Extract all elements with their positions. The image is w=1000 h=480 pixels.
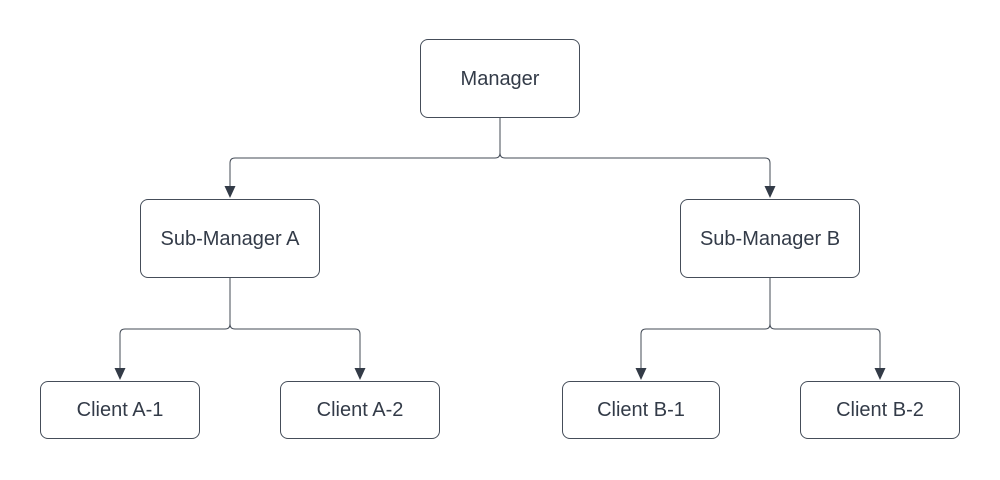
node-client-a1[interactable]: Client A-1 [40,381,200,439]
arrowhead-icon [224,186,236,198]
arrowhead-icon [114,368,126,380]
connector-sub-manager-b-to-client-b1 [640,278,771,370]
connector-manager-to-sub-manager-b [499,118,771,188]
node-sub-manager-b[interactable]: Sub-Manager B [680,199,860,278]
node-manager[interactable]: Manager [420,39,580,118]
node-client-b1-label: Client B-1 [597,399,685,421]
connector-sub-manager-b-to-client-b2 [769,278,881,370]
arrowhead-icon [354,368,366,380]
node-client-b2-label: Client B-2 [836,399,924,421]
node-client-b2[interactable]: Client B-2 [800,381,960,439]
node-client-a2-label: Client A-2 [316,399,404,421]
node-sub-manager-b-label: Sub-Manager B [699,227,841,250]
arrowhead-icon [874,368,886,380]
node-client-a2[interactable]: Client A-2 [280,381,440,439]
connector-sub-manager-a-to-client-a2 [229,278,361,370]
node-manager-label: Manager [460,67,540,90]
node-client-b1[interactable]: Client B-1 [562,381,720,439]
connector-sub-manager-a-to-client-a1 [119,278,231,370]
arrowhead-icon [764,186,776,198]
connector-manager-to-sub-manager-a [229,118,501,188]
arrowhead-icon [635,368,647,380]
node-client-a1-label: Client A-1 [76,399,164,421]
node-sub-manager-a-label: Sub-Manager A [160,227,300,250]
node-sub-manager-a[interactable]: Sub-Manager A [140,199,320,278]
